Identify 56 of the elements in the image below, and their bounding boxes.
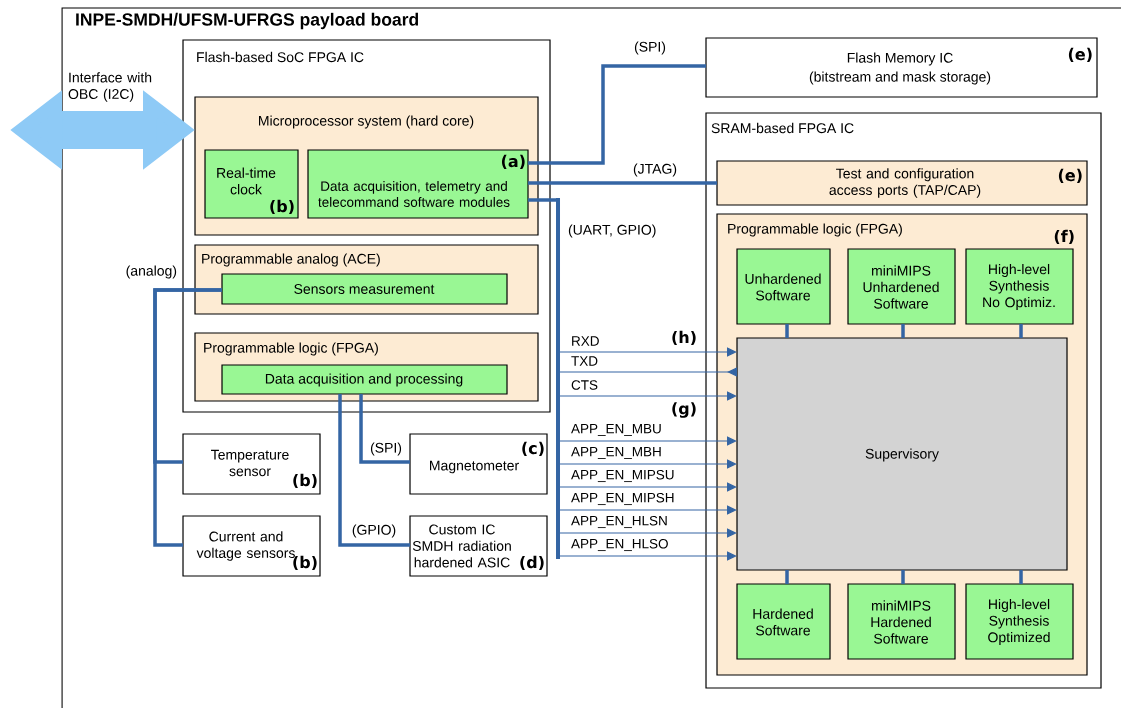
signal-arrow [559,459,737,469]
bus-line [901,570,905,584]
module-box: miniMIPS Hardened Software [847,583,956,660]
signal-arrow [559,551,737,561]
module-box: High-level Synthesis No Optimiz. [965,248,1074,325]
signal-arrow [559,367,738,377]
edge-label: (JTAG) [631,162,679,178]
edge-label: APP_EN_HLSN [570,514,669,530]
edge-label: CTS [570,379,599,391]
edge-label: (analog) [124,264,178,280]
edge-label: TXD [570,355,599,367]
edge-label: APP_EN_MBU [570,423,663,437]
module-box: (a) Data acquisition, telemetry and telecommand software modules [307,149,529,219]
component-box: (c) Magnetometer [409,433,548,495]
bus-line [528,198,556,202]
bus-line [785,324,789,338]
signal-arrow [559,482,737,492]
bus-bar [556,198,560,559]
edge-label: (SPI) [369,441,403,457]
module-box: miniMIPS Unhardened Software [847,248,956,325]
module-box: Data acquisition and processing [221,364,508,395]
reference-letter: (h) [672,330,696,346]
bus-line [338,394,410,547]
edge-label: APP_EN_MIPSH [570,491,676,507]
edge-label: (GPIO) [350,523,398,539]
component-box: Temperature sensor (b) [182,433,321,495]
edge-label: (UART, GPIO) [567,223,658,239]
bus-line [901,324,905,338]
bus-line [359,394,410,464]
signal-arrow [559,347,737,357]
signal-arrow [559,391,737,401]
module-box: Sensors measurement [221,273,508,305]
bus-line [1019,570,1023,584]
module-box: Unhardened Software [736,248,831,325]
bus-line [785,570,789,584]
signal-arrow [559,436,737,446]
chip-box: Flash Memory IC (bitstream and mask storage) (e) [705,37,1098,98]
edge-label: (SPI) [633,40,667,56]
bus-line [1019,324,1023,338]
bus-line [528,64,706,165]
edge-label: Interface with OBC (I2C) [68,72,152,102]
edge-label: APP_EN_HLSO [570,537,670,553]
module-box: Real-time clock (b) [204,149,299,219]
edge-label: RXD [570,335,601,347]
bus-line [153,288,222,547]
reference-letter: (g) [672,402,696,418]
subsystem-panel: Test and configuration access ports (TAP/CAP) (e) [716,160,1088,206]
component-box: Custom IC SMDH radiation hardened ASIC (d) [409,515,548,577]
process-box: Supervisory [736,337,1068,571]
edge-label: APP_EN_MIPSU [570,468,676,484]
edge-label: APP_EN_MBH [570,446,663,460]
signal-arrow [559,505,737,515]
signal-arrow [559,528,737,538]
bus-line [528,181,717,185]
module-box: High-level Synthesis Optimized [965,583,1074,660]
module-box: Hardened Software [736,583,831,660]
